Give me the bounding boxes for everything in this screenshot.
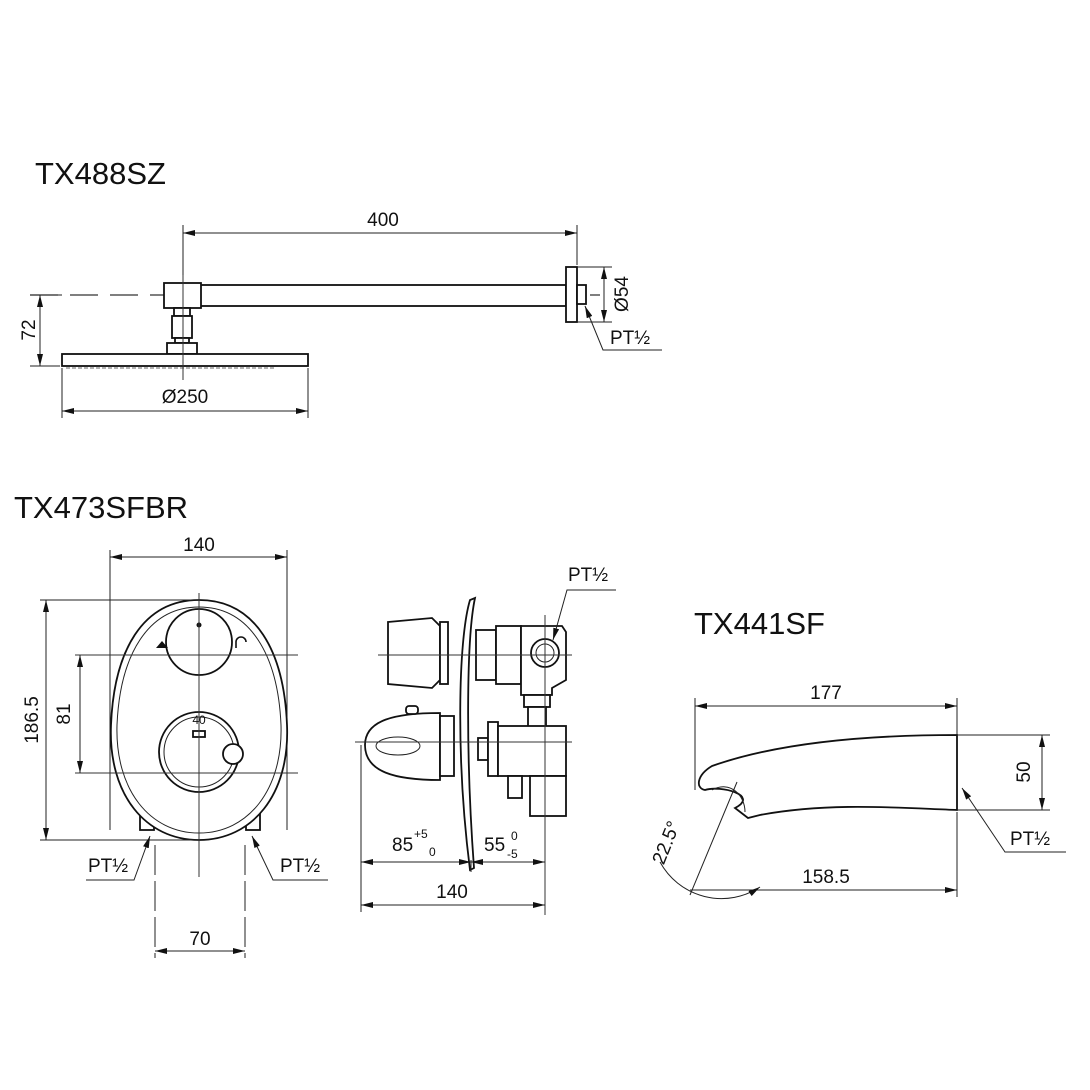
depth-front-tol-lower: 0 (429, 845, 436, 859)
dimension-spout-projection: 158.5 (802, 867, 850, 888)
dimension-outlet-spacing: 70 (189, 929, 210, 950)
dimension-head-dia: Ø250 (162, 387, 208, 408)
wall-flange (565, 266, 578, 323)
wall-plate-side (459, 596, 477, 872)
model-title-tx441sf: TX441SF (694, 606, 825, 641)
model-title-tx473sfbr: TX473SFBR (14, 490, 188, 525)
thread-label-top: PT½ (568, 565, 608, 586)
dimension-flange-dia: Ø54 (612, 276, 633, 312)
dimension-depth-back: 55 (484, 835, 505, 856)
depth-front-tol-upper: +5 (414, 827, 428, 841)
thread-label-right: PT½ (280, 856, 320, 877)
depth-back-tol-upper: 0 (511, 829, 518, 843)
dimension-height-72: 72 (19, 319, 40, 340)
dimension-spout-angle: 22.5° (649, 818, 685, 867)
tap-icon (235, 636, 247, 648)
spout-drawing: TX441SF 177 50 PT½ 158.5 22.5° (649, 606, 1066, 900)
shower-icon (156, 641, 168, 648)
dimension-spout-length: 177 (810, 683, 842, 704)
shower-arm-drawing: TX488SZ 400 Ø54 PT½ 72 (19, 156, 662, 418)
thread-label-left: PT½ (88, 856, 128, 877)
mixer-side-drawing: PT½ 85 +5 0 55 0 -5 140 (355, 565, 616, 915)
shower-arm (199, 284, 567, 307)
dimension-height-186-5: 186.5 (22, 696, 43, 744)
dimension-depth-front: 85 (392, 835, 413, 856)
dimension-arm-length: 400 (367, 210, 399, 231)
dimension-width-140: 140 (183, 535, 215, 556)
dimension-knob-spacing: 81 (54, 703, 75, 724)
diverter-handle-side (387, 617, 441, 689)
mixer-front-drawing: TX473SFBR 140 40 81 186.5 PT½ P (14, 490, 328, 958)
safety-button (222, 743, 244, 765)
model-title-tx488sz: TX488SZ (35, 156, 166, 191)
dimension-spout-height: 50 (1014, 761, 1035, 782)
thread-label-arm: PT½ (610, 328, 650, 349)
spout (697, 734, 958, 819)
depth-back-tol-lower: -5 (507, 847, 518, 861)
thread-label-spout: PT½ (1010, 829, 1050, 850)
dimension-depth-total: 140 (436, 882, 468, 903)
shower-head (61, 353, 309, 367)
